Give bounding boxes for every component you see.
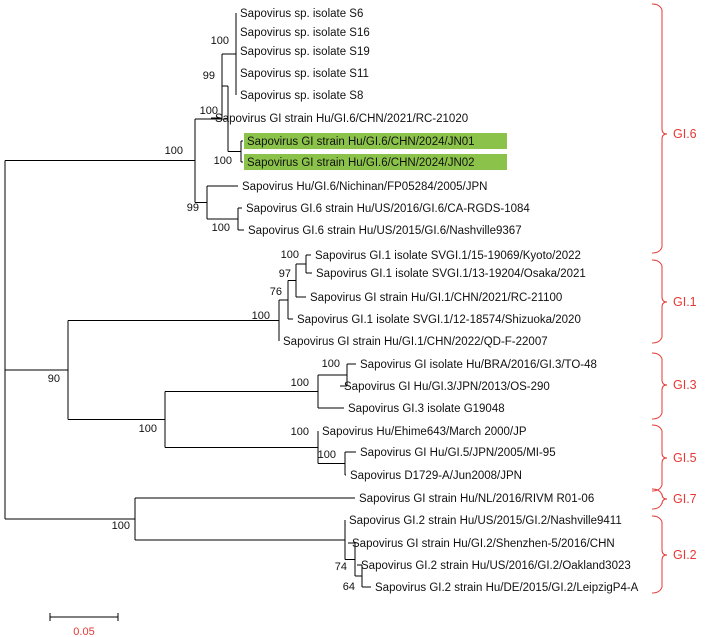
bootstrap-value: 100 <box>112 520 130 532</box>
leaf-label-layer: Sapovirus sp. isolate S6 Sapovirus sp. is… <box>215 8 639 594</box>
bootstrap-value: 74 <box>335 561 347 573</box>
bootstrap-value: 100 <box>211 35 229 47</box>
bootstrap-value: 100 <box>281 249 299 261</box>
leaf-label: Sapovirus GI strain Hu/NL/2016/RIVM R01-… <box>359 493 594 505</box>
clade-bracket <box>651 352 668 420</box>
leaf-label: Sapovirus GI strain Hu/GI.1/CHN/2022/QD-… <box>283 336 548 348</box>
leaf-label: Sapovirus GI.1 isolate SVGI.1/13-19204/O… <box>316 268 586 280</box>
clade-label: GI.2 <box>673 548 697 562</box>
bootstrap-value: 100 <box>212 222 230 234</box>
leaf-label: Sapovirus GI Hu/GI.3/JPN/2013/OS-290 <box>344 381 550 393</box>
clade-bracket <box>651 515 668 594</box>
clade-label: GI.1 <box>673 295 697 309</box>
leaf-label: Sapovirus D1729-A/Jun2008/JPN <box>350 470 522 482</box>
highlight-layer <box>244 133 507 170</box>
branch-layer <box>4 13 371 588</box>
leaf-highlight <box>244 154 507 170</box>
leaf-label: Sapovirus sp. isolate S8 <box>240 90 363 102</box>
bootstrap-value: 100 <box>291 426 309 438</box>
clade-label: GI.5 <box>673 451 697 465</box>
leaf-label: Sapovirus Hu/GI.6/Nichinan/FP05284/2005/… <box>242 181 487 193</box>
leaf-highlight <box>244 133 507 149</box>
bootstrap-layer: 1009910010010099100100977610010010010010… <box>48 35 355 593</box>
bootstrap-value: 100 <box>252 310 270 322</box>
clade-bracket <box>651 3 668 254</box>
bootstrap-value: 100 <box>322 358 340 370</box>
bootstrap-value: 76 <box>270 286 282 298</box>
leaf-label: Sapovirus sp. isolate S6 <box>240 8 363 20</box>
scale-bar-label: 0.05 <box>73 626 94 637</box>
scale-bar: 0.05 <box>49 613 119 637</box>
bootstrap-value: 100 <box>139 423 157 435</box>
clade-label: GI.7 <box>673 492 697 506</box>
leaf-label: Sapovirus GI.3 isolate G19048 <box>348 403 505 415</box>
leaf-label: Sapovirus GI.2 strain Hu/US/2016/GI.2/Oa… <box>361 560 631 572</box>
leaf-label: Sapovirus sp. isolate S19 <box>240 46 370 58</box>
leaf-label: Sapovirus GI.1 isolate SVGI.1/12-18574/S… <box>297 314 581 326</box>
leaf-label: Sapovirus GI.1 isolate SVGI.1/15-19069/K… <box>315 250 581 262</box>
bootstrap-value: 100 <box>318 449 336 461</box>
leaf-label: Sapovirus GI strain Hu/GI.6/CHN/2024/JN0… <box>247 157 475 169</box>
bootstrap-value: 100 <box>214 155 232 167</box>
leaf-label: Sapovirus GI Hu/GI.5/JPN/2005/MI-95 <box>360 447 556 459</box>
clade-label: GI.3 <box>673 378 697 392</box>
clade-bracket <box>651 424 668 492</box>
leaf-label: Sapovirus GI strain Hu/GI.2/Shenzhen-5/2… <box>352 538 615 550</box>
leaf-label: Sapovirus GI.2 strain Hu/DE/2015/GI.2/Le… <box>375 582 639 594</box>
clade-label: GI.6 <box>673 127 697 141</box>
leaf-label: Sapovirus GI isolate Hu/BRA/2016/GI.3/TO… <box>360 359 597 371</box>
bootstrap-value: 100 <box>165 145 183 157</box>
leaf-label: Sapovirus GI.6 strain Hu/US/2015/GI.6/Na… <box>248 225 522 237</box>
leaf-label: Sapovirus GI.6 strain Hu/US/2016/GI.6/CA… <box>246 203 530 215</box>
bootstrap-value: 100 <box>200 105 218 117</box>
leaf-label: Sapovirus GI.2 strain Hu/US/2015/GI.2/Na… <box>349 515 622 527</box>
bootstrap-value: 64 <box>343 581 355 593</box>
leaf-label: Sapovirus sp. isolate S11 <box>240 68 369 80</box>
leaf-label: Sapovirus sp. isolate S16 <box>240 27 370 39</box>
clade-bracket <box>651 488 668 510</box>
leaf-label: Sapovirus Hu/Ehime643/March 2000/JP <box>322 426 527 438</box>
clade-bracket-layer: GI.6GI.1GI.3GI.5GI.7GI.2 <box>651 3 697 594</box>
bootstrap-value: 100 <box>291 377 309 389</box>
leaf-label: Sapovirus GI strain Hu/GI.6/CHN/2024/JN0… <box>247 136 475 148</box>
clade-bracket <box>651 259 668 344</box>
bootstrap-value: 97 <box>279 268 291 280</box>
leaf-label: Sapovirus GI strain Hu/GI.6/CHN/2021/RC-… <box>215 113 468 125</box>
leaf-label: Sapovirus GI strain Hu/GI.1/CHN/2021/RC-… <box>310 292 562 304</box>
bootstrap-value: 99 <box>187 202 199 214</box>
bootstrap-value: 99 <box>203 70 215 82</box>
bootstrap-value: 90 <box>48 373 60 385</box>
